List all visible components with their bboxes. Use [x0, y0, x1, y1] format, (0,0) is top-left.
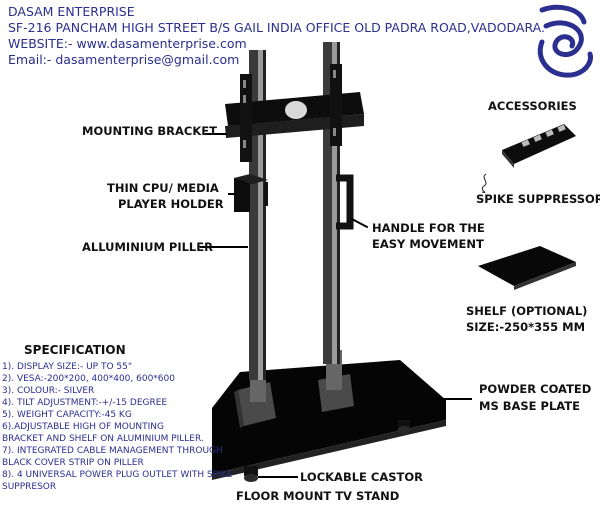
castor-wheels: [244, 420, 410, 482]
company-email: Email:- dasamenterprise@gmail.com: [8, 52, 240, 67]
spec-item: 4). TILT ADJUSTMENT:-+/-15 DEGREE: [2, 398, 168, 408]
spec-item: 2). VESA:-200*200, 400*400, 600*600: [2, 374, 175, 384]
label-shelf-2: SIZE:-250*355 MM: [466, 320, 586, 334]
pointer-cpu-holder: [228, 193, 236, 195]
spec-item: 5). WEIGHT CAPACITY:-45 KG: [2, 410, 132, 420]
label-cpu-holder-2: PLAYER HOLDER: [118, 197, 224, 211]
spec-item: 3). COLOUR:- SILVER: [2, 386, 95, 396]
label-cpu-holder-1: THIN CPU/ MEDIA: [107, 181, 219, 195]
company-name: DASAM ENTERPRISE: [8, 4, 135, 19]
spec-item: SUPPRESOR: [2, 482, 57, 492]
label-pillar: ALLUMINIUM PILLER: [82, 240, 213, 254]
spec-item: BRACKET AND SHELF ON ALUMINIUM PILLER.: [2, 434, 204, 444]
spec-item: BLACK COVER STRIP ON PILLER: [2, 458, 144, 468]
movement-handle: [336, 174, 354, 230]
cpu-holder: [234, 174, 268, 212]
spec-item: 6).ADJUSTABLE HIGH OF MOUNTING: [2, 422, 165, 432]
spike-suppressor-image: [481, 124, 576, 193]
label-footer-title: FLOOR MOUNT TV STAND: [236, 489, 400, 503]
pointer-castor: [258, 476, 298, 478]
pointer-base: [432, 398, 472, 400]
spec-item: 1). DISPLAY SIZE:- UP TO 55": [2, 362, 132, 372]
shelf-image: [478, 246, 576, 290]
label-shelf-1: SHELF (OPTIONAL): [466, 304, 588, 318]
pointer-mounting-bracket: [205, 133, 227, 135]
label-handle-2: EASY MOVEMENT: [372, 237, 484, 251]
label-base-1: POWDER COATED: [479, 382, 592, 396]
label-spike-suppressor: SPIKE SUPPRESSOR: [476, 192, 600, 206]
aluminium-pillars: [249, 42, 340, 380]
label-castor: LOCKABLE CASTOR: [300, 470, 423, 484]
label-base-2: MS BASE PLATE: [479, 399, 581, 413]
company-website: WEBSITE:- www.dasamenterprise.com: [8, 36, 247, 51]
company-address: SF-216 PANCHAM HIGH STREET B/S GAIL INDI…: [8, 20, 545, 35]
spec-item: 7). INTEGRATED CABLE MANAGEMENT THROUGH: [2, 446, 223, 456]
company-logo-icon: [537, 4, 593, 78]
mounting-bracket: [225, 64, 364, 162]
spec-item: 8). 4 UNIVERSAL POWER PLUG OUTLET WITH S…: [2, 470, 233, 480]
pointer-pillar: [200, 246, 248, 248]
label-accessories: ACCESSORIES: [488, 99, 577, 113]
specification-title: SPECIFICATION: [24, 343, 126, 357]
label-mounting-bracket: MOUNTING BRACKET: [82, 124, 217, 138]
label-handle-1: HANDLE FOR THE: [372, 221, 485, 235]
